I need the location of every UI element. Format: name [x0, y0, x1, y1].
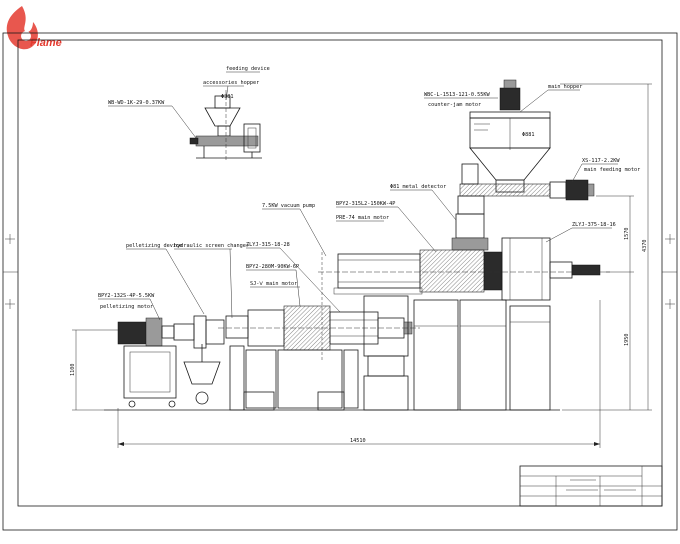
dimensions	[72, 83, 652, 448]
label-zlyj-right: ZLYJ-375-18-16	[572, 222, 616, 228]
label-main-hopper: main hopper	[548, 84, 582, 90]
label-phi-881: Φ881	[522, 132, 535, 138]
label-accessories-hopper: accessories hopper	[203, 80, 259, 86]
main-feeding-screw	[457, 163, 595, 215]
label-zlyj-mid: ZLYJ-315-18-28	[246, 242, 290, 248]
label-pelletizing-motor: pelletizing motor	[100, 304, 153, 310]
drawing-frame	[2, 32, 678, 531]
flame-logo: Flame	[6, 6, 62, 50]
label-feeder-motor-a: WB-WD-1K-29-0.37KW	[108, 100, 165, 106]
label-screen-changer: hydraulic screen changer	[174, 243, 249, 249]
primary-extruder	[318, 237, 610, 301]
dim-upper: 1570	[624, 228, 630, 241]
label-counter-jam-motor: counter-jam motor	[428, 102, 481, 108]
feeding-device	[189, 90, 262, 162]
support-frames	[104, 295, 560, 411]
dim-overall-length: 14510	[350, 438, 366, 444]
label-metal-detector: Φ81 metal detector	[390, 184, 446, 190]
secondary-extruder	[218, 252, 420, 360]
label-bpy-motor-top: BPY2-315L2-150KW-4P	[336, 201, 395, 207]
label-bpy-pellet-motor: BPY2-132S-4P-5.5KW	[98, 293, 155, 299]
label-main-feeding-motor: main feeding motor	[584, 167, 640, 173]
title-block	[519, 465, 663, 507]
label-feeder-motor-b: XS-117-2.2KW	[582, 158, 620, 164]
label-sj-main-motor: SJ-Ⅴ main motor	[250, 281, 297, 287]
metal-detector	[451, 213, 489, 251]
dim-right-mid: 1950	[624, 334, 630, 347]
brand-name: Flame	[30, 37, 62, 49]
label-vacuum-pump: 7.5KW vacuum pump	[262, 203, 315, 209]
dim-right-height: 4370	[642, 240, 648, 253]
label-pre-main-motor: PRE-74 main motor	[336, 215, 389, 221]
dim-left-height: 1100	[70, 364, 76, 377]
label-mdc-motor: WBC-L-1513-121-0.55KW	[424, 92, 490, 98]
label-bpy-motor-mid: BPY2-280M-90KW-6P	[246, 264, 299, 270]
label-feeding-device: feeding device	[226, 66, 270, 72]
label-phi-381: Φ381	[221, 94, 234, 100]
pelletizing-device	[117, 315, 225, 408]
label-pelletizing-device: pelletizing device	[126, 243, 182, 249]
